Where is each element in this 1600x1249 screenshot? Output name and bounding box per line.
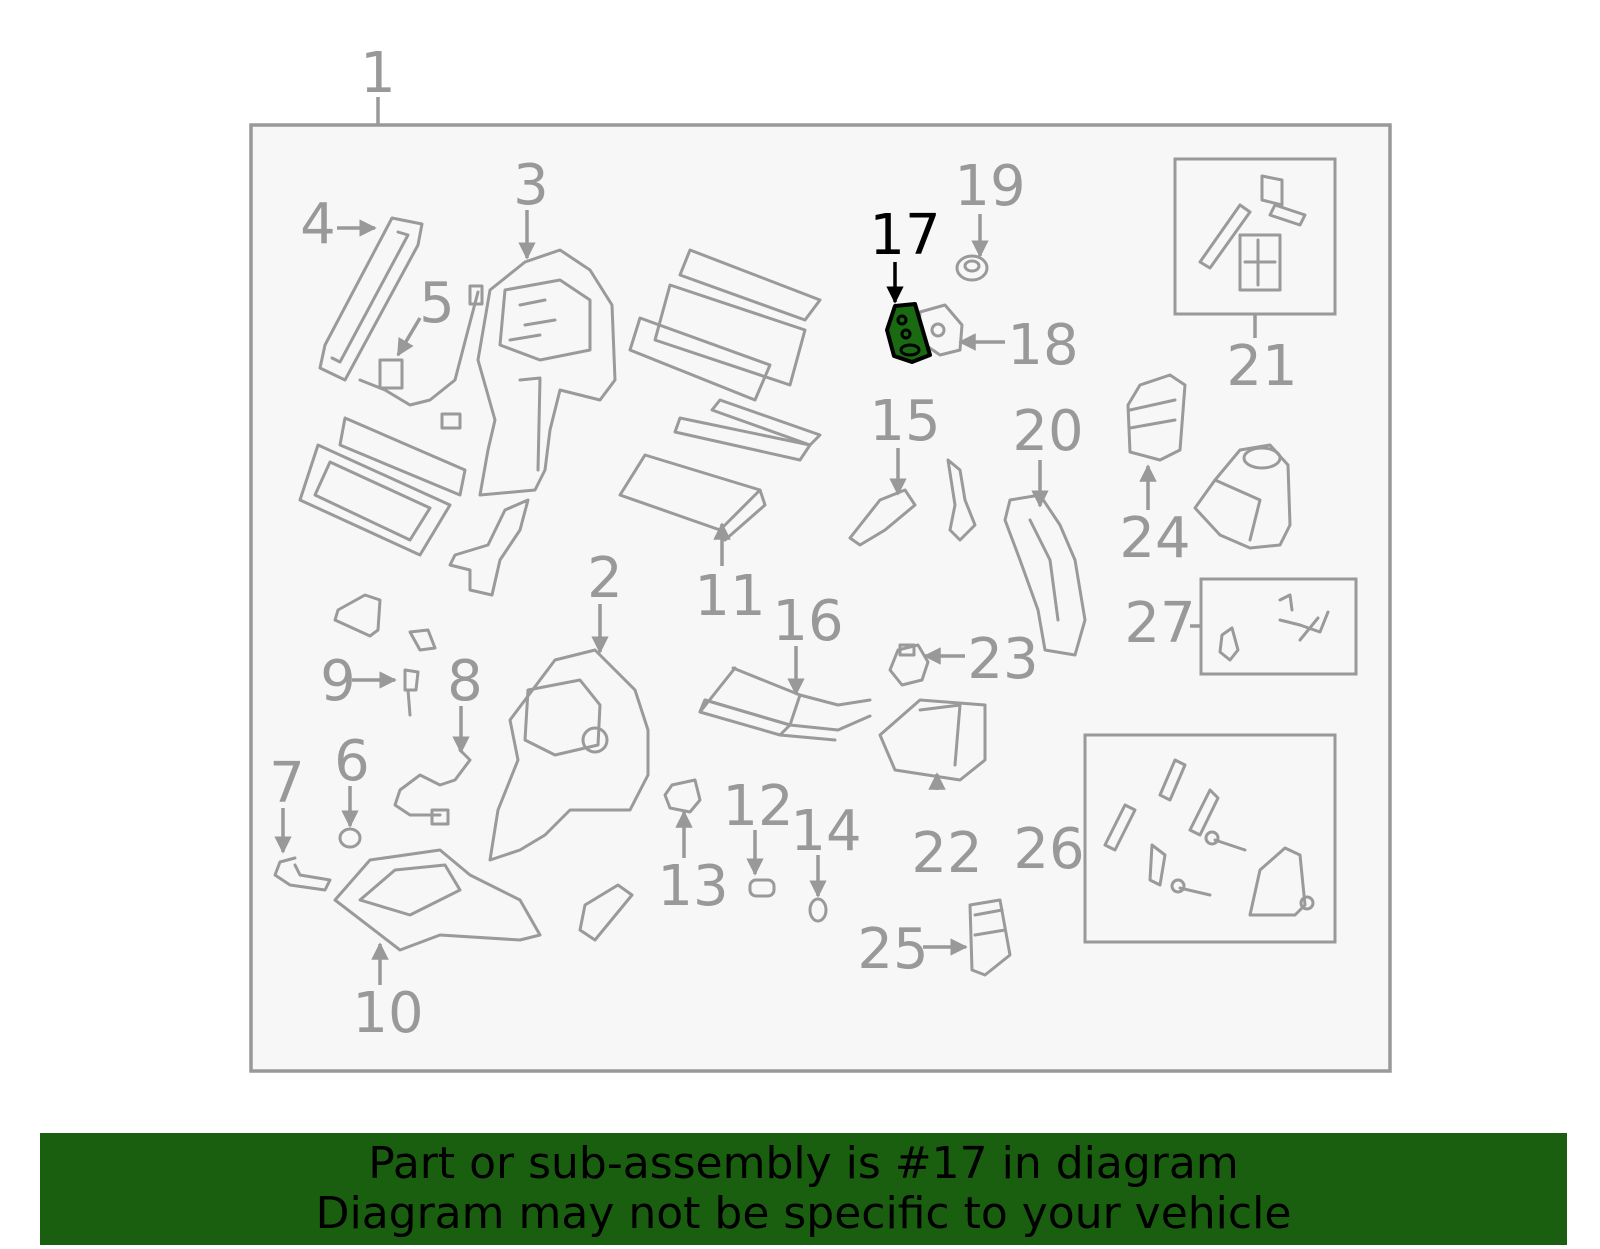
part-gasket-seal: [578, 883, 634, 942]
part-clip-small: [333, 593, 437, 652]
subassembly-box-27: [1199, 577, 1358, 676]
callout-23: 23: [967, 627, 1038, 692]
banner-disclaimer-line: Diagram may not be specific to your vehi…: [315, 1188, 1292, 1239]
banner-part-line: Part or sub-assembly is #17 in diagram: [368, 1138, 1239, 1189]
callout-2: 2: [587, 546, 623, 611]
part-2-case: [488, 648, 650, 862]
callout-22: 22: [911, 821, 982, 886]
part-3-case: [440, 248, 617, 497]
parts-diagram: 1 2 3 4 5 6 7 8 9 10 11 12 13 14 15 16 1…: [249, 41, 1392, 1073]
callout-5: 5: [419, 271, 455, 336]
callout-7: 7: [269, 751, 305, 816]
callout-25: 25: [857, 917, 928, 982]
part-5-harness: [358, 284, 484, 407]
callout-3: 3: [513, 153, 549, 218]
callout-12: 12: [722, 774, 793, 839]
part-9-sensor: [403, 668, 420, 717]
callout-13: 13: [657, 854, 728, 919]
part-17-highlighted[interactable]: [885, 302, 932, 364]
callout-15: 15: [869, 389, 940, 454]
part-27-hardware: [1218, 593, 1330, 662]
callout-1: 1: [360, 41, 396, 106]
part-25-module: [968, 898, 1012, 977]
part-7-hose-clamp: [273, 856, 332, 892]
callout-6: 6: [334, 729, 370, 794]
part-16-heater-core: [698, 666, 872, 742]
callout-21: 21: [1226, 334, 1297, 399]
part-14-oring: [808, 897, 828, 923]
part-bracket: [448, 498, 530, 597]
callout-11: 11: [694, 564, 765, 629]
callout-14: 14: [790, 799, 861, 864]
part-blower-motor: [1193, 443, 1292, 550]
callout-27: 27: [1124, 591, 1195, 656]
part-23-sensor: [888, 643, 930, 687]
callout-19: 19: [954, 154, 1025, 219]
callout-18: 18: [1007, 313, 1078, 378]
callout-8: 8: [447, 649, 483, 714]
part-4-duct: [318, 216, 424, 382]
info-banner: Part or sub-assembly is #17 in diagram D…: [40, 1133, 1567, 1245]
part-20-duct: [1003, 493, 1087, 657]
callout-9: 9: [320, 649, 356, 714]
part-22-duct: [878, 698, 987, 782]
part-24-actuator: [1126, 373, 1187, 462]
part-26-links: [1103, 758, 1315, 917]
callout-26: 26: [1013, 817, 1084, 882]
part-10-tray: [333, 848, 542, 952]
callout-16: 16: [772, 589, 843, 654]
part-8-wire: [393, 748, 472, 826]
part-filter-frame: [298, 416, 467, 557]
callout-24: 24: [1119, 506, 1190, 571]
part-21-pads: [1198, 174, 1307, 292]
callout-10: 10: [352, 981, 423, 1046]
callout-20: 20: [1012, 399, 1083, 464]
callout-4: 4: [300, 192, 336, 257]
part-12-bushing: [748, 878, 776, 898]
part-6-grommet: [338, 827, 362, 849]
subassembly-box-26: [1083, 733, 1337, 944]
callout-17: 17: [869, 203, 940, 268]
